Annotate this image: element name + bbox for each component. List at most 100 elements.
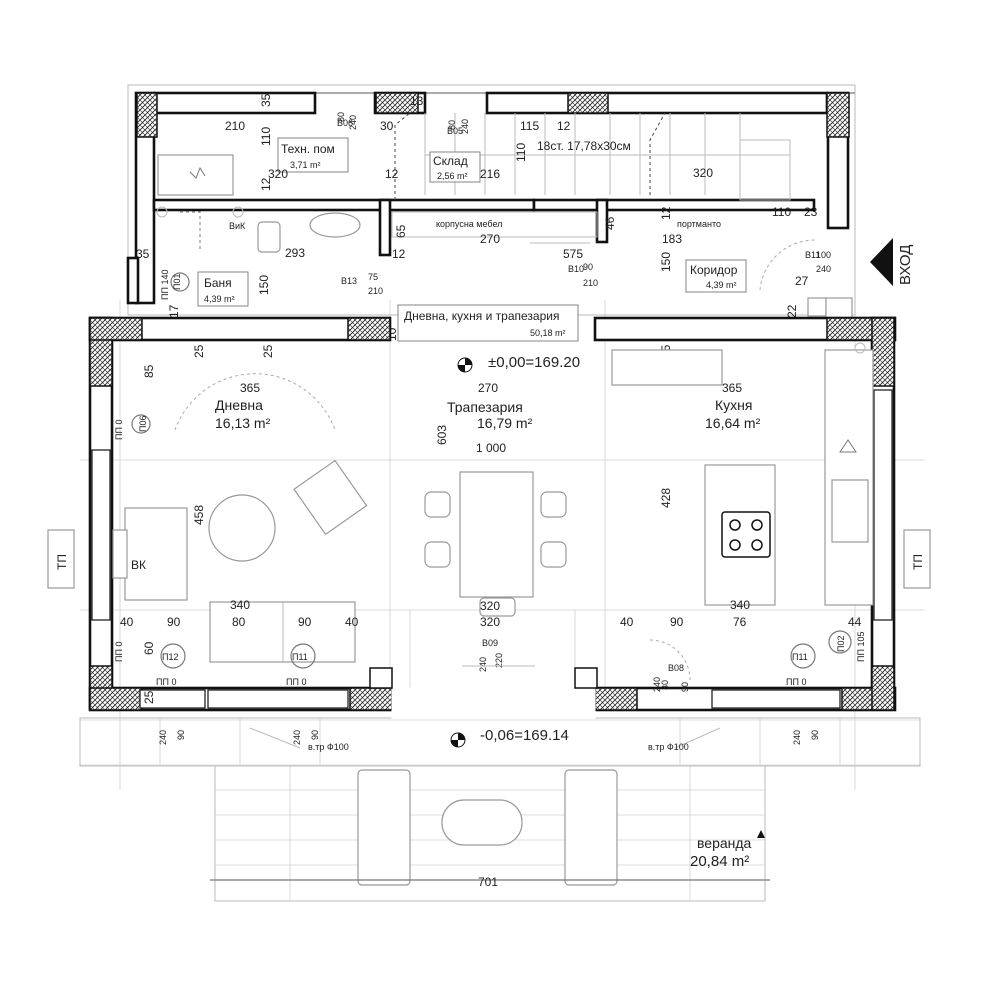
corridor-dim-65: 65 xyxy=(394,224,408,238)
bath-name: Баня xyxy=(204,276,232,290)
outside-level: в.тр Ф100 в.тр Ф100 -0,06=169.14 xyxy=(249,727,721,752)
living-dim-365: 365 xyxy=(240,381,260,395)
dining-name: Трапезария xyxy=(447,399,523,415)
living-room: Дневна, кухня и трапезария 50,18 m² 365 … xyxy=(112,304,579,663)
corridor-dim-22: 22 xyxy=(785,304,799,318)
door-b05-code: B05 xyxy=(447,126,463,136)
tech-dim-110: 110 xyxy=(259,127,273,146)
corridor-dim-575: 575 xyxy=(563,247,583,261)
tech-room-name: Техн. пом xyxy=(281,142,335,156)
window-p01-sill: ПП 140 xyxy=(160,270,170,300)
dim-90-b: 90 xyxy=(310,730,320,740)
dim-240-a: 240 xyxy=(158,730,168,745)
open-space-area: 50,18 m² xyxy=(530,328,566,338)
dim-left-80: 80 xyxy=(232,615,246,629)
storage-dim-13: 13 xyxy=(410,94,424,108)
veranda-deck: 701 веранда 20,84 m² xyxy=(79,717,921,902)
storage-area: 2,56 m² xyxy=(437,171,468,181)
door-b09-code: B09 xyxy=(482,638,498,648)
kitchen: 365 Кухня 16,64 m² 25 428 xyxy=(611,342,874,606)
entrance-marker: ВХОД xyxy=(870,238,914,286)
window-p06-sill: ПП 0 xyxy=(114,420,124,440)
dim-left-40a: 40 xyxy=(120,615,134,629)
door-b13-h: 210 xyxy=(368,286,383,296)
living-dim-85: 85 xyxy=(142,364,156,378)
corridor-dim-12: 12 xyxy=(659,206,673,220)
dim-opening-60: 60 xyxy=(142,641,156,655)
storage-dim-30: 30 xyxy=(380,119,394,133)
cabinet-label: корпусна мебел xyxy=(436,219,502,229)
window-p11a-sill: ПП 0 xyxy=(286,677,306,687)
dining-dim-320b: 320 xyxy=(480,615,500,629)
door-b05-h: 240 xyxy=(460,119,470,134)
corridor-name: Коридор xyxy=(690,263,738,277)
bathroom: ВиК Баня 4,39 m² 293 150 35 17 12 П01 ПП… xyxy=(126,206,406,318)
dim-right-90: 90 xyxy=(670,615,684,629)
door-b05-w: 80 xyxy=(447,120,457,130)
dim-90-c: 90 xyxy=(810,730,820,740)
window-p12-code: П12 xyxy=(162,652,178,662)
door-b06-code: B06 xyxy=(337,118,353,128)
corridor-dim-183: 183 xyxy=(662,232,682,246)
door-b08-code: B08 xyxy=(668,663,684,673)
door-b06-w: 80 xyxy=(336,112,346,122)
corridor: корпусна мебел 270 575 портманто 183 65 … xyxy=(385,206,853,341)
dim-240-b: 240 xyxy=(292,730,302,745)
pipe-label-right: в.тр Ф100 xyxy=(648,742,689,752)
bottom-dimensions: 40 90 340 80 90 40 40 90 340 76 44 60 25… xyxy=(114,598,866,745)
door-b11-w: 100 xyxy=(816,250,831,260)
window-p11a-code: П11 xyxy=(292,652,308,662)
veranda-area: 20,84 m² xyxy=(690,853,749,870)
veranda-name: веранда xyxy=(697,835,752,851)
dining-area: 16,79 m² xyxy=(477,415,533,431)
pp0-left: ПП 0 xyxy=(114,642,124,662)
storage-name: Склад xyxy=(433,154,468,168)
bath-area: 4,39 m² xyxy=(204,294,235,304)
dim-right-40: 40 xyxy=(620,615,634,629)
door-b08-h: 240 xyxy=(652,677,662,692)
pipe-label-left: в.тр Ф100 xyxy=(308,742,349,752)
stairs-dim-320: 320 xyxy=(693,166,713,180)
storage-dim-12b: 12 xyxy=(557,119,571,133)
dining-room: 270 Трапезария 16,79 m² 603 1 000 320 32… xyxy=(424,354,580,672)
dim-right-76: 76 xyxy=(733,615,747,629)
dining-dim-320a: 320 xyxy=(480,599,500,613)
bath-dim-12: 12 xyxy=(392,247,406,261)
dim-90-a: 90 xyxy=(176,730,186,740)
door-b10-code: B10 xyxy=(568,264,584,274)
window-p12-sill: ПП 0 xyxy=(156,677,176,687)
door-b13-w: 75 xyxy=(368,272,378,282)
dim-30: 30 xyxy=(660,680,670,690)
dim-right-44: 44 xyxy=(848,615,862,629)
stairs-dim-110: 110 xyxy=(772,205,791,219)
dim-left-40b: 40 xyxy=(345,615,359,629)
corridor-dim-270: 270 xyxy=(480,232,500,246)
kitchen-area: 16,64 m² xyxy=(705,415,761,431)
stairs-dim-23: 23 xyxy=(804,205,818,219)
tp-right-label: ТП xyxy=(911,554,925,570)
tp-left-label: ТП xyxy=(55,554,69,570)
staircase: 18ст. 17,78x30см 320 110 23 xyxy=(394,112,818,219)
living-dim-25b: 25 xyxy=(261,344,275,358)
kitchen-name: Кухня xyxy=(715,397,752,413)
storage-dim-110: 110 xyxy=(514,143,528,162)
living-dim-25a: 25 xyxy=(192,344,206,358)
level-marker-floor xyxy=(457,357,473,373)
dim-240-c: 240 xyxy=(792,730,802,745)
window-p11b-code: П11 xyxy=(792,652,808,662)
dining-dim-270: 270 xyxy=(478,381,498,395)
window-p11b-sill: ПП 0 xyxy=(786,677,806,687)
vik-label: ВиК xyxy=(229,221,246,231)
dim-left-90a: 90 xyxy=(167,615,181,629)
bath-dim-150: 150 xyxy=(257,275,271,295)
outside-level-text: -0,06=169.14 xyxy=(480,727,569,744)
tech-dim-320: 320 xyxy=(268,167,288,181)
main-hall-walls xyxy=(88,316,897,719)
bath-dim-35: 35 xyxy=(136,247,150,261)
door-b06-h: 240 xyxy=(348,115,358,130)
door-b13-code: B13 xyxy=(341,276,357,286)
corridor-area: 4,39 m² xyxy=(706,280,737,290)
storage-dim-216: 216 xyxy=(480,167,500,181)
door-b09-w: 220 xyxy=(494,653,504,668)
